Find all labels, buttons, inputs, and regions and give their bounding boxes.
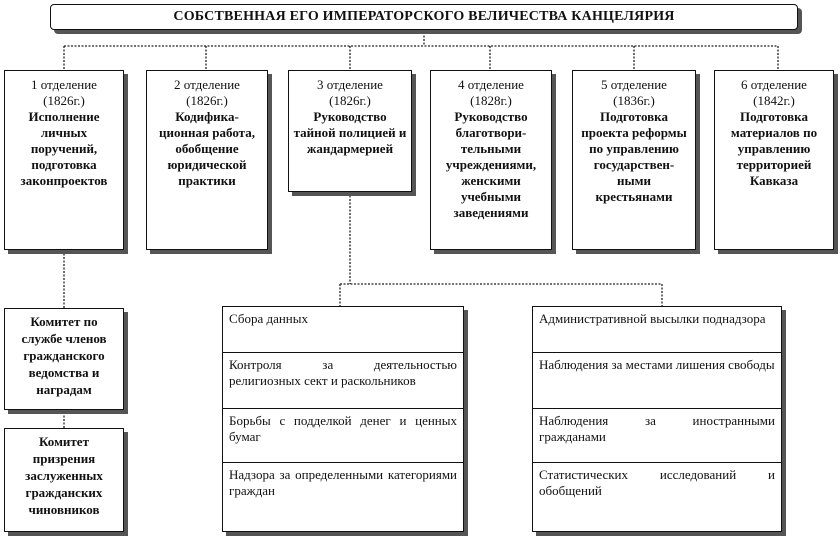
- department-5: 5 отделение (1836г.) Подготовка проекта …: [572, 70, 696, 250]
- department-4: 4 отделение (1828г.) Руководство благотв…: [430, 70, 552, 250]
- department-name: 5 отделение: [601, 77, 667, 92]
- department-year: (1826г.): [186, 93, 228, 108]
- department-task: Кодифика-ционная работа, обобщение юриди…: [159, 109, 255, 188]
- department-name: 1 отделение: [31, 77, 97, 92]
- function-item: Статистических исследований и обобщений: [539, 467, 775, 498]
- function-item: Наблюдения за местами лишения свободы: [533, 353, 781, 409]
- department-task: Подготовка материалов по управлению терр…: [730, 109, 818, 188]
- department-year: (1826г.): [329, 93, 371, 108]
- function-item: Административной высылки поднадзора: [533, 307, 781, 353]
- functions-group-right: Административной высылки поднадзора Набл…: [532, 306, 782, 532]
- functions-group-left: Сбора данных Контроля за деятельностью р…: [222, 306, 464, 532]
- department-name: 2 отделение: [174, 77, 240, 92]
- department-task: Подготовка проекта реформы по управлению…: [581, 109, 687, 204]
- department-2: 2 отделение (1826г.) Кодифика-ционная ра…: [146, 70, 268, 250]
- chancellery-title: СОБСТВЕННАЯ ЕГО ИМПЕРАТОРСКОГО ВЕЛИЧЕСТВ…: [50, 4, 798, 30]
- department-year: (1826г.): [43, 93, 85, 108]
- department-year: (1828г.): [470, 93, 512, 108]
- function-item: Борьбы с подделкой денег и ценных бумаг: [223, 409, 463, 463]
- department-task: Руководство тайной полицией и жандармери…: [293, 109, 407, 156]
- department-3: 3 отделение (1826г.) Руководство тайной …: [288, 70, 412, 192]
- function-item: Наблюдения за иностранными гражданами: [533, 409, 781, 463]
- function-item: Контроля за деятельностью религиозных се…: [223, 353, 463, 409]
- committee-awards: Комитет по службе членов гражданского ве…: [4, 308, 124, 410]
- function-item: Надзора за определенными категориями гра…: [229, 467, 457, 498]
- department-name: 4 отделение: [458, 77, 524, 92]
- committee-text: Комитет призрения заслуженных граждански…: [25, 434, 103, 517]
- department-1: 1 отделение (1826г.) Исполнение личных п…: [4, 70, 124, 250]
- department-task: Исполнение личных поручений, подготовка …: [20, 109, 108, 188]
- department-year: (1836г.): [613, 93, 655, 108]
- department-task: Руководство благотвори-тельными учрежден…: [445, 109, 537, 220]
- committee-text: Комитет по службе членов гражданского ве…: [21, 314, 107, 397]
- department-6: 6 отделение (1842г.) Подготовка материал…: [714, 70, 834, 250]
- department-year: (1842г.): [753, 93, 795, 108]
- chancellery-title-text: СОБСТВЕННАЯ ЕГО ИМПЕРАТОРСКОГО ВЕЛИЧЕСТВ…: [173, 9, 675, 24]
- department-name: 6 отделение: [741, 77, 807, 92]
- committee-officials: Комитет призрения заслуженных граждански…: [4, 428, 124, 532]
- function-item: Сбора данных: [223, 307, 463, 353]
- department-name: 3 отделение: [317, 77, 383, 92]
